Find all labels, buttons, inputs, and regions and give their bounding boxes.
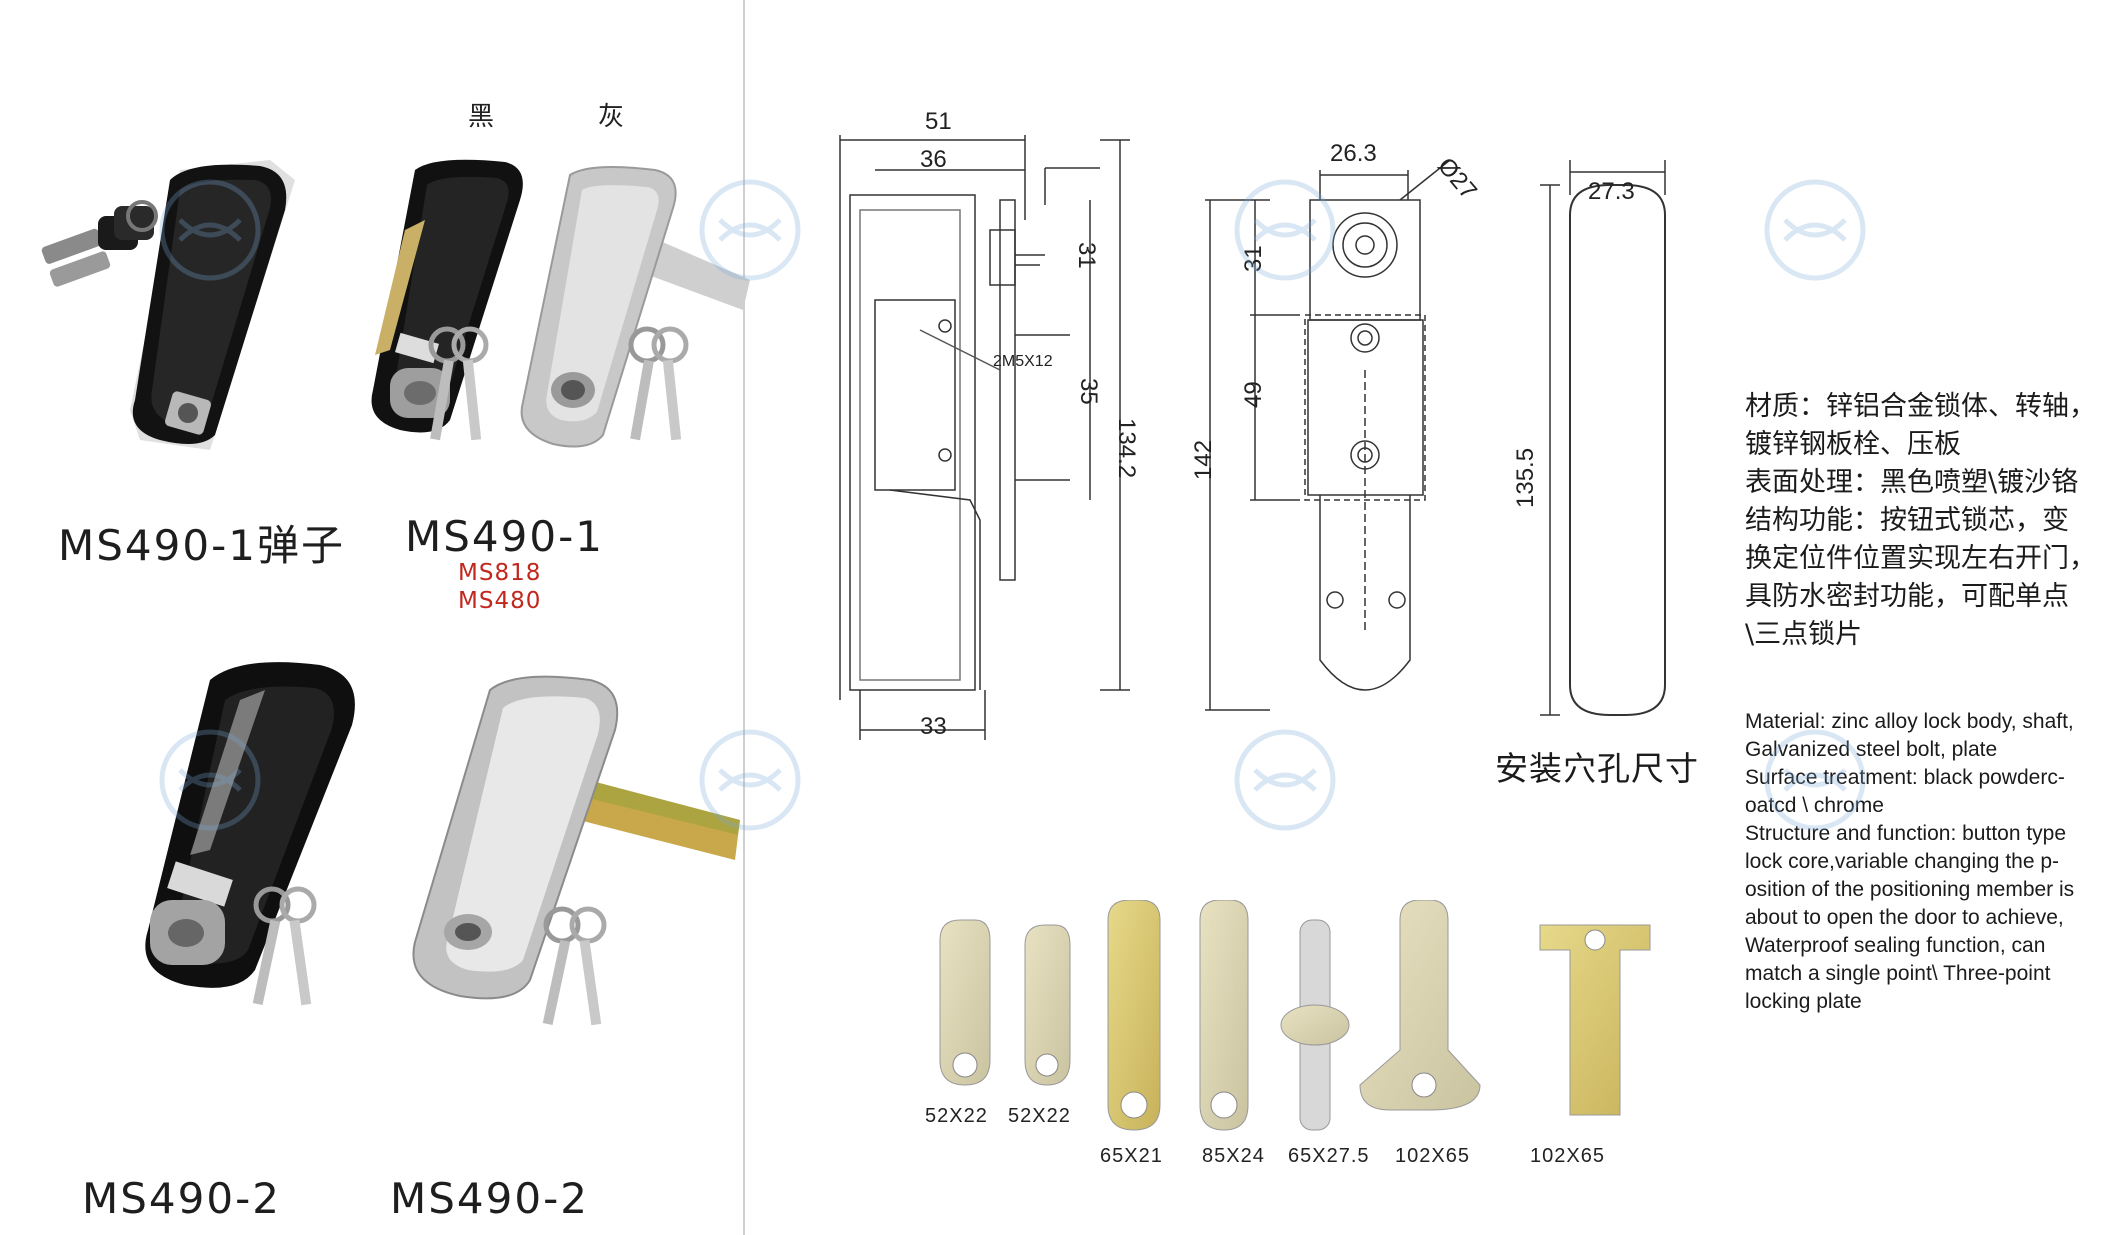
spec-cn-line: 具防水密封功能，可配单点: [1745, 581, 2069, 612]
ms490-1-grey-lock-image: [520, 165, 750, 448]
model-label-ms490-2-black: MS490-2: [82, 1174, 281, 1223]
plate-size-label: 85X24: [1202, 1145, 1265, 1167]
locking-plates-image: [939, 900, 1651, 1131]
plate-size-label: 65X27.5: [1288, 1145, 1370, 1167]
spec-en-line: match a single point\ Three-point: [1745, 962, 2051, 985]
key-pair-icon: [428, 326, 489, 441]
spec-en-line: locking plate: [1745, 990, 1862, 1013]
key-pair-icon: [628, 326, 689, 441]
ms490-2-black-lock-image: [145, 662, 355, 988]
spec-cn-line: 镀锌钢板栓、压板: [1745, 429, 1961, 460]
model-label-ms490-1-tumbler: MS490-1弹子: [58, 521, 345, 570]
spec-en-line: Galvanized steel bolt, plate: [1745, 738, 1998, 761]
model-alt-ms480: MS480: [458, 588, 542, 614]
spec-chinese: 材质：锌铝合金锁体、转轴， 镀锌钢板栓、压板 表面处理：黑色喷塑\镀沙铬 结构功…: [1745, 388, 2115, 654]
spec-en-line: lock core,variable changing the p-: [1745, 850, 2060, 873]
spec-en-line: oatcd \ chrome: [1745, 794, 1884, 817]
color-label-black: 黑: [468, 102, 495, 132]
side-view-drawing: [839, 135, 1130, 740]
technical-drawing: [839, 135, 1666, 740]
plate-size-label: 102X65: [1395, 1145, 1470, 1167]
spec-en-line: Structure and function: button type: [1745, 822, 2067, 845]
dim-front-26-3: 26.3: [1330, 140, 1377, 167]
dim-side-33: 33: [920, 713, 947, 740]
dim-side-31: 31: [1073, 242, 1100, 269]
model-label-ms490-2-chrome: MS490-2: [390, 1174, 589, 1223]
dim-front-31: 31: [1240, 245, 1267, 272]
spec-en-line: about to open the door to achieve,: [1745, 906, 2064, 929]
spec-cn-line: 换定位件位置实现左右开门，: [1745, 543, 2096, 574]
front-view-drawing: [1205, 159, 1451, 711]
ms490-1-black-lock-image: [371, 159, 523, 433]
ms490-1-tumbler-lock-image: [41, 160, 295, 450]
dim-side-36: 36: [920, 146, 947, 173]
dim-side-width: 51: [925, 108, 952, 135]
spec-en-line: Surface treatment: black powderc-: [1745, 766, 2065, 789]
ms490-2-chrome-lock-image: [412, 675, 740, 1000]
dim-front-49: 49: [1240, 381, 1267, 408]
spec-english: Material: zinc alloy lock body, shaft, G…: [1745, 708, 2117, 1016]
dim-front-height: 142: [1190, 439, 1217, 480]
model-alt-ms818: MS818: [458, 560, 542, 586]
page-divider: [743, 0, 745, 1235]
dim-side-35: 35: [1075, 378, 1102, 405]
dim-cutout-height: 135.5: [1512, 447, 1539, 508]
dim-side-screw: 2M5X12: [993, 353, 1053, 370]
key-pair-icon: [41, 200, 158, 287]
dim-cutout-width: 27.3: [1588, 178, 1635, 205]
plate-size-label: 52X22: [1008, 1105, 1071, 1127]
plate-size-label: 102X65: [1530, 1145, 1605, 1167]
spec-cn-line: \三点锁片: [1745, 619, 1863, 650]
model-label-ms490-1: MS490-1: [405, 512, 604, 561]
spec-cn-line: 表面处理：黑色喷塑\镀沙铬: [1745, 467, 2079, 498]
key-pair-icon: [252, 886, 317, 1006]
install-hole-label: 安装穴孔尺寸: [1495, 749, 1699, 788]
dim-side-height: 134.2: [1113, 418, 1140, 479]
spec-cn-line: 材质：锌铝合金锁体、转轴，: [1745, 391, 2096, 422]
key-pair-icon: [542, 906, 607, 1026]
spec-en-line: osition of the positioning member is: [1745, 878, 2075, 901]
cutout-drawing: [1540, 160, 1666, 716]
plate-size-label: 65X21: [1100, 1145, 1163, 1167]
spec-en-line: Material: zinc alloy lock body, shaft,: [1745, 710, 2074, 733]
spec-en-line: Waterproof sealing function, can: [1745, 934, 2046, 957]
color-label-grey: 灰: [598, 102, 625, 132]
plate-size-label: 52X22: [925, 1105, 988, 1127]
spec-cn-line: 结构功能：按钮式锁芯，变: [1745, 505, 2069, 536]
